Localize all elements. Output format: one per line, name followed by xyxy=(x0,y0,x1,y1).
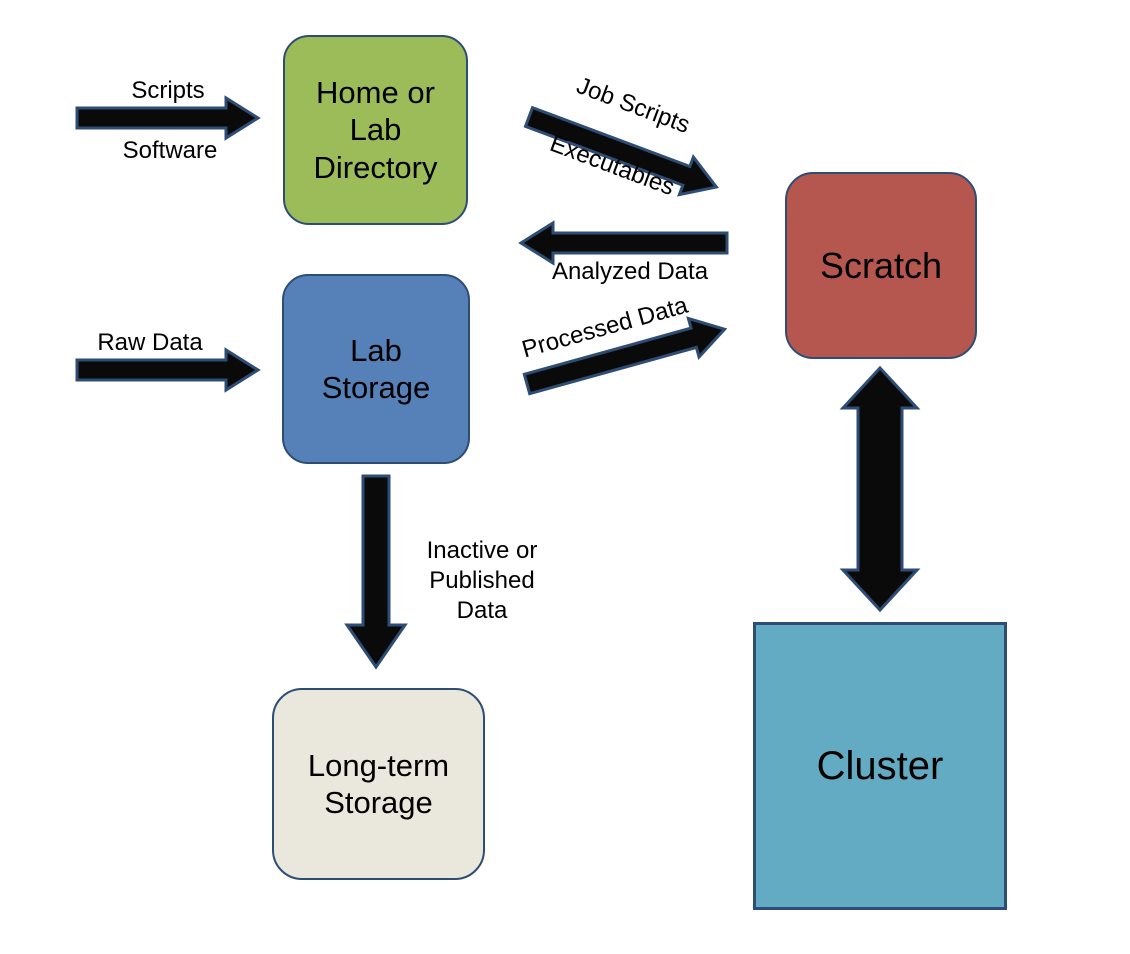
node-scratch: Scratch xyxy=(785,172,977,359)
scratch-cluster-double-arrow xyxy=(839,365,921,613)
node-long-term-storage-label: Long-term Storage xyxy=(307,747,450,820)
node-lab-storage-label: Lab Storage xyxy=(321,332,431,405)
analyzed-data-arrow xyxy=(518,220,729,266)
edge-label-scripts: Scripts xyxy=(131,77,205,104)
scripts-software-arrow xyxy=(75,95,261,141)
node-cluster: Cluster xyxy=(753,622,1007,910)
processed-data-arrow xyxy=(522,316,728,396)
node-scratch-label: Scratch xyxy=(819,244,943,286)
node-home-label: Home or Lab Directory xyxy=(313,75,438,185)
edge-label-software: Software xyxy=(122,137,218,164)
job-scripts-arrow xyxy=(523,105,719,197)
edge-label-analyzed-data: Analyzed Data xyxy=(551,258,709,285)
raw-data-arrow xyxy=(75,347,261,393)
inactive-data-arrow xyxy=(344,474,408,670)
edge-label-raw-data: Raw Data xyxy=(97,329,203,356)
node-cluster-label: Cluster xyxy=(816,744,944,788)
node-home-or-lab-directory: Home or Lab Directory xyxy=(283,35,468,225)
node-lab-storage: Lab Storage xyxy=(282,274,470,464)
node-long-term-storage: Long-term Storage xyxy=(272,688,485,880)
edge-label-inactive-published-data: Inactive or Published Data xyxy=(426,537,538,624)
